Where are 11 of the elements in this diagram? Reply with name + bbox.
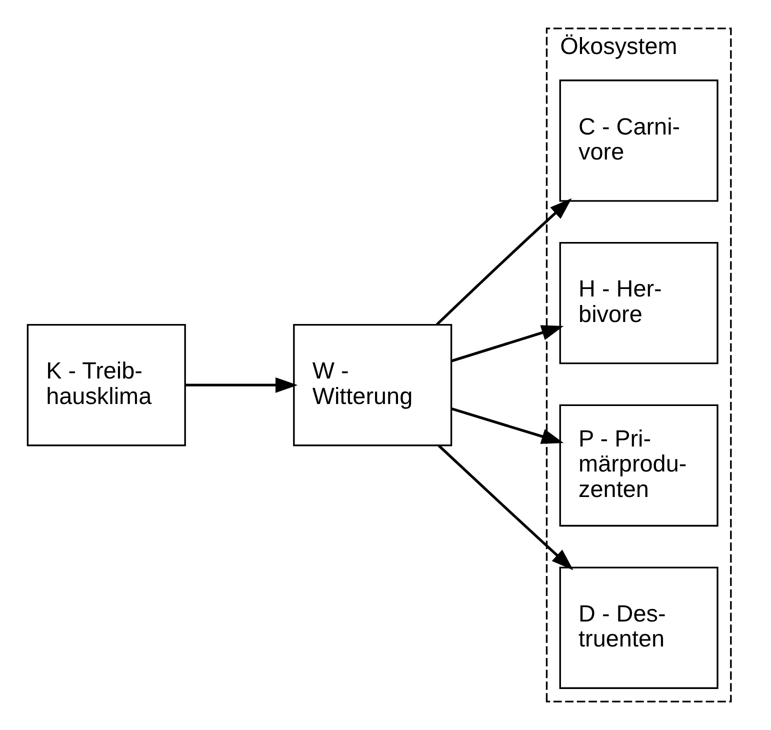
- arrow: [450, 325, 564, 362]
- arrow: [185, 377, 298, 393]
- node-box: H - Her- bivore: [558, 242, 718, 364]
- node-box: P - Pri- märprodu- zenten: [558, 404, 718, 527]
- arrow: [437, 444, 573, 570]
- node-box: W - Witterung: [292, 324, 452, 446]
- node-box: C - Carni- vore: [558, 80, 718, 202]
- arrow: [435, 198, 572, 326]
- node-box: D - Des- truenten: [558, 566, 718, 689]
- arrow: [450, 407, 564, 444]
- node-box: K - Treib- hausklima: [26, 324, 186, 446]
